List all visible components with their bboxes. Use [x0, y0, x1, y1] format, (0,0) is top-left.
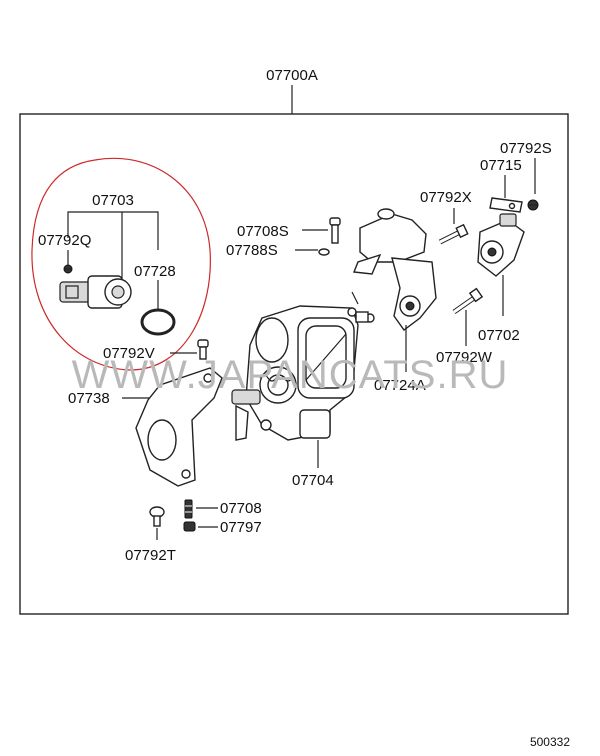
assembly-code-label: 07700A [266, 67, 318, 84]
label-07792w: 07792W [436, 349, 493, 366]
plate-07715 [489, 197, 523, 213]
footer-code: 500332 [530, 735, 570, 749]
label-07728: 07728 [134, 263, 176, 280]
diagram-frame [19, 113, 569, 615]
washer-07788s [318, 248, 330, 256]
leader-07703-bracket [67, 211, 159, 250]
label-07797: 07797 [220, 519, 262, 536]
label-07708: 07708 [220, 500, 262, 517]
nut-07797 [183, 521, 196, 532]
bolt-07792w [452, 287, 484, 315]
sensor-bracket-07724a [353, 208, 437, 331]
watermark-text: WWW.JAPANCATS.RU [72, 353, 509, 397]
screw-07792s [527, 199, 539, 211]
label-07792s: 07792S [500, 140, 552, 157]
label-07792t: 07792T [125, 547, 176, 564]
screw-07792t [149, 506, 165, 527]
idle-control-valve [59, 275, 132, 309]
label-07792v: 07792V [103, 345, 155, 362]
label-07792x: 07792X [420, 189, 472, 206]
label-07738: 07738 [68, 390, 110, 407]
bracket-07738 [135, 367, 223, 487]
leader-throttle-top [351, 291, 359, 305]
label-07715: 07715 [480, 157, 522, 174]
sensor-07702 [477, 213, 525, 277]
label-07703: 07703 [92, 192, 134, 209]
screw-07792q [63, 264, 73, 274]
label-07708s: 07708S [237, 223, 289, 240]
screw-07708s [329, 217, 341, 244]
bolt-07792x [438, 223, 469, 245]
label-07702: 07702 [478, 327, 520, 344]
throttle-body-07704 [231, 305, 375, 441]
bolt-07792v [197, 339, 209, 360]
screw-07708 [184, 499, 193, 519]
label-07724a: 07724A [374, 377, 426, 394]
label-07788s: 07788S [226, 242, 278, 259]
o-ring-07728 [140, 308, 176, 336]
annotation-circle [31, 157, 211, 371]
label-07704: 07704 [292, 472, 334, 489]
label-07792q: 07792Q [38, 232, 91, 249]
